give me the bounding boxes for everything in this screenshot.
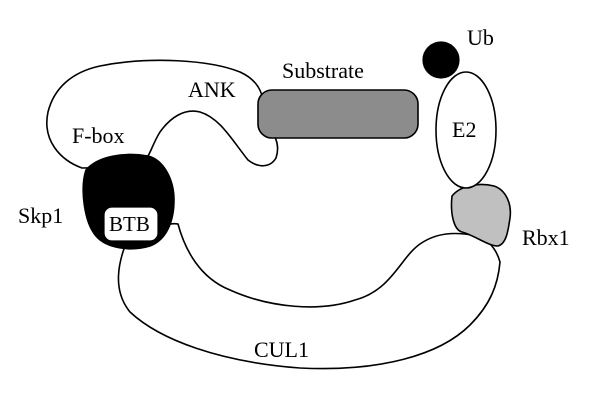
cul1-shape [117, 222, 501, 370]
fbox-ank-shape [46, 59, 279, 169]
substrate-shape [257, 89, 419, 139]
btb-shape [103, 206, 159, 242]
label-cul1: CUL1 [254, 337, 309, 362]
label-fbox: F-box [72, 123, 125, 148]
label-btb: BTB [109, 212, 150, 236]
label-rbx1: Rbx1 [522, 225, 570, 250]
ub-shape [422, 41, 460, 79]
rbx1-shape [450, 183, 512, 247]
e2-shape [435, 71, 497, 189]
label-e2: E2 [452, 117, 476, 142]
label-skp1: Skp1 [18, 203, 63, 228]
label-ub: Ub [467, 25, 494, 50]
label-ank: ANK [188, 77, 236, 102]
label-substrate: Substrate [282, 58, 364, 83]
